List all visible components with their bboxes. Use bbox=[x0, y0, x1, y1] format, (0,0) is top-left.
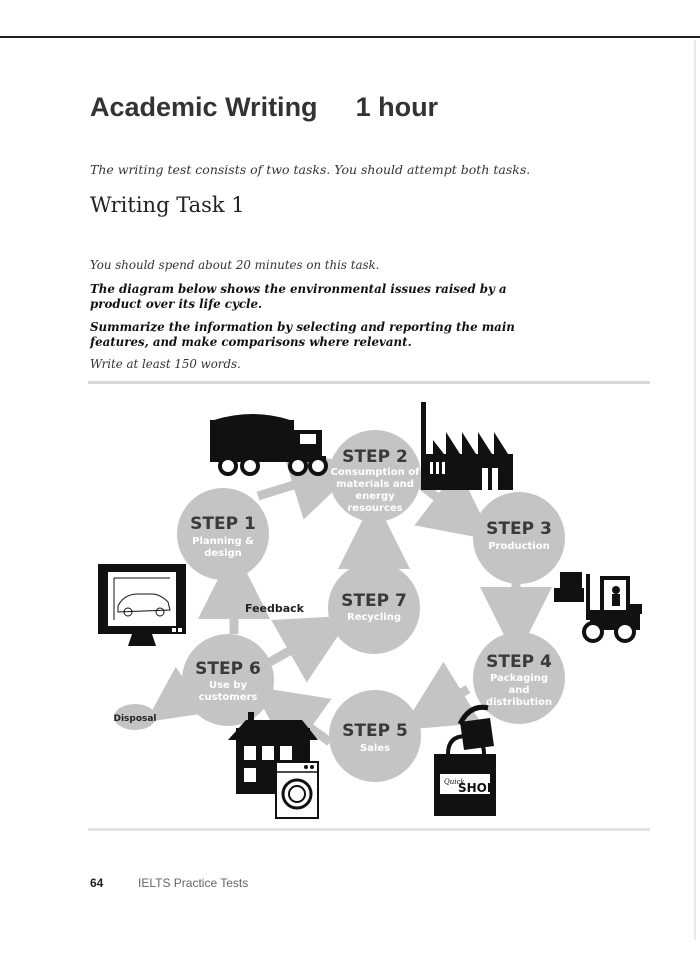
top-rule bbox=[0, 36, 700, 38]
step-1-label-line: design bbox=[204, 548, 242, 559]
page-edge bbox=[694, 40, 696, 940]
word-count-instruction: Write at least 150 words. bbox=[90, 357, 241, 371]
page-title: Academic Writing 1 hour bbox=[90, 92, 438, 123]
task-prompt: The diagram below shows the environmenta… bbox=[90, 282, 507, 311]
step-4-label-line: and bbox=[508, 685, 529, 696]
task-heading: Writing Task 1 bbox=[90, 193, 245, 217]
step-3-label-line: Production bbox=[488, 541, 550, 552]
step-6-label-line: Use by bbox=[209, 680, 247, 691]
life-cycle-diagram: STEP 1 Planning & design STEP 2 Consumpt… bbox=[88, 384, 650, 828]
step-2-label-line: resources bbox=[347, 503, 402, 514]
forklift-icon bbox=[554, 572, 642, 643]
step-2-label-line: energy bbox=[355, 491, 395, 502]
step-7-number: STEP 7 bbox=[341, 591, 407, 611]
task-summarize: Summarize the information by selecting a… bbox=[90, 320, 515, 349]
computer-monitor-icon bbox=[98, 564, 186, 646]
arrow-step1-step2 bbox=[256, 450, 362, 520]
disposal-bubble bbox=[114, 704, 156, 730]
arrow-step6-disposal bbox=[145, 667, 208, 722]
arrow-step6-step7 bbox=[267, 615, 352, 683]
step-6-node: STEP 6 Use by customers bbox=[182, 634, 274, 726]
step-4-circle bbox=[473, 632, 565, 724]
step-4-label-line: Packaging bbox=[490, 673, 548, 684]
truck-icon bbox=[210, 414, 328, 476]
step-4-node: STEP 4 Packaging and distribution bbox=[473, 632, 565, 724]
step-1-number: STEP 1 bbox=[190, 514, 256, 534]
shop-sign-small: Quick bbox=[444, 778, 465, 786]
step-7-label-line: Recycling bbox=[347, 612, 401, 623]
step-2-circle bbox=[329, 430, 421, 522]
step-2-node: STEP 2 Consumption of materials and ener… bbox=[329, 430, 421, 522]
step-7-node: STEP 7 Recycling bbox=[328, 562, 420, 654]
step-2-label-line: materials and bbox=[336, 479, 414, 490]
step-7-circle bbox=[328, 562, 420, 654]
step-6-label-line: customers bbox=[199, 692, 258, 703]
step-4-label-line: distribution bbox=[486, 697, 552, 708]
disposal-label: Disposal bbox=[113, 714, 156, 724]
shopping-bag-icon: Quick SHOP bbox=[434, 704, 496, 816]
feedback-label: Feedback bbox=[245, 602, 305, 615]
step-5-number: STEP 5 bbox=[342, 721, 408, 741]
step-5-node: STEP 5 Sales bbox=[329, 690, 421, 782]
step-3-node: STEP 3 Production bbox=[473, 492, 565, 584]
step-2-number: STEP 2 bbox=[342, 447, 408, 467]
step-5-label-line: Sales bbox=[360, 743, 390, 754]
step-6-number: STEP 6 bbox=[195, 659, 261, 679]
diagram-svg: STEP 1 Planning & design STEP 2 Consumpt… bbox=[98, 402, 642, 819]
arrow-step4-step5 bbox=[400, 661, 482, 731]
step-1-node: STEP 1 Planning & design bbox=[177, 488, 269, 580]
shop-sign-big: SHOP bbox=[458, 781, 496, 795]
page-number: 64 bbox=[90, 876, 104, 890]
step-1-circle bbox=[177, 488, 269, 580]
time-instruction: You should spend about 20 minutes on thi… bbox=[90, 258, 380, 272]
step-6-circle bbox=[182, 634, 274, 726]
step-5-circle bbox=[329, 690, 421, 782]
step-2-label-line: Consumption of bbox=[331, 467, 421, 478]
step-1-label-line: Planning & bbox=[192, 536, 254, 547]
step-3-number: STEP 3 bbox=[486, 519, 552, 539]
duration-text: 1 hour bbox=[355, 92, 439, 122]
step-4-number: STEP 4 bbox=[486, 652, 552, 672]
title-text: Academic Writing bbox=[90, 92, 318, 122]
step-3-circle bbox=[473, 492, 565, 584]
factory-icon bbox=[421, 402, 513, 490]
book-title: IELTS Practice Tests bbox=[138, 876, 249, 890]
intro-text: The writing test consists of two tasks. … bbox=[90, 162, 531, 177]
washing-machine-icon bbox=[275, 761, 319, 819]
